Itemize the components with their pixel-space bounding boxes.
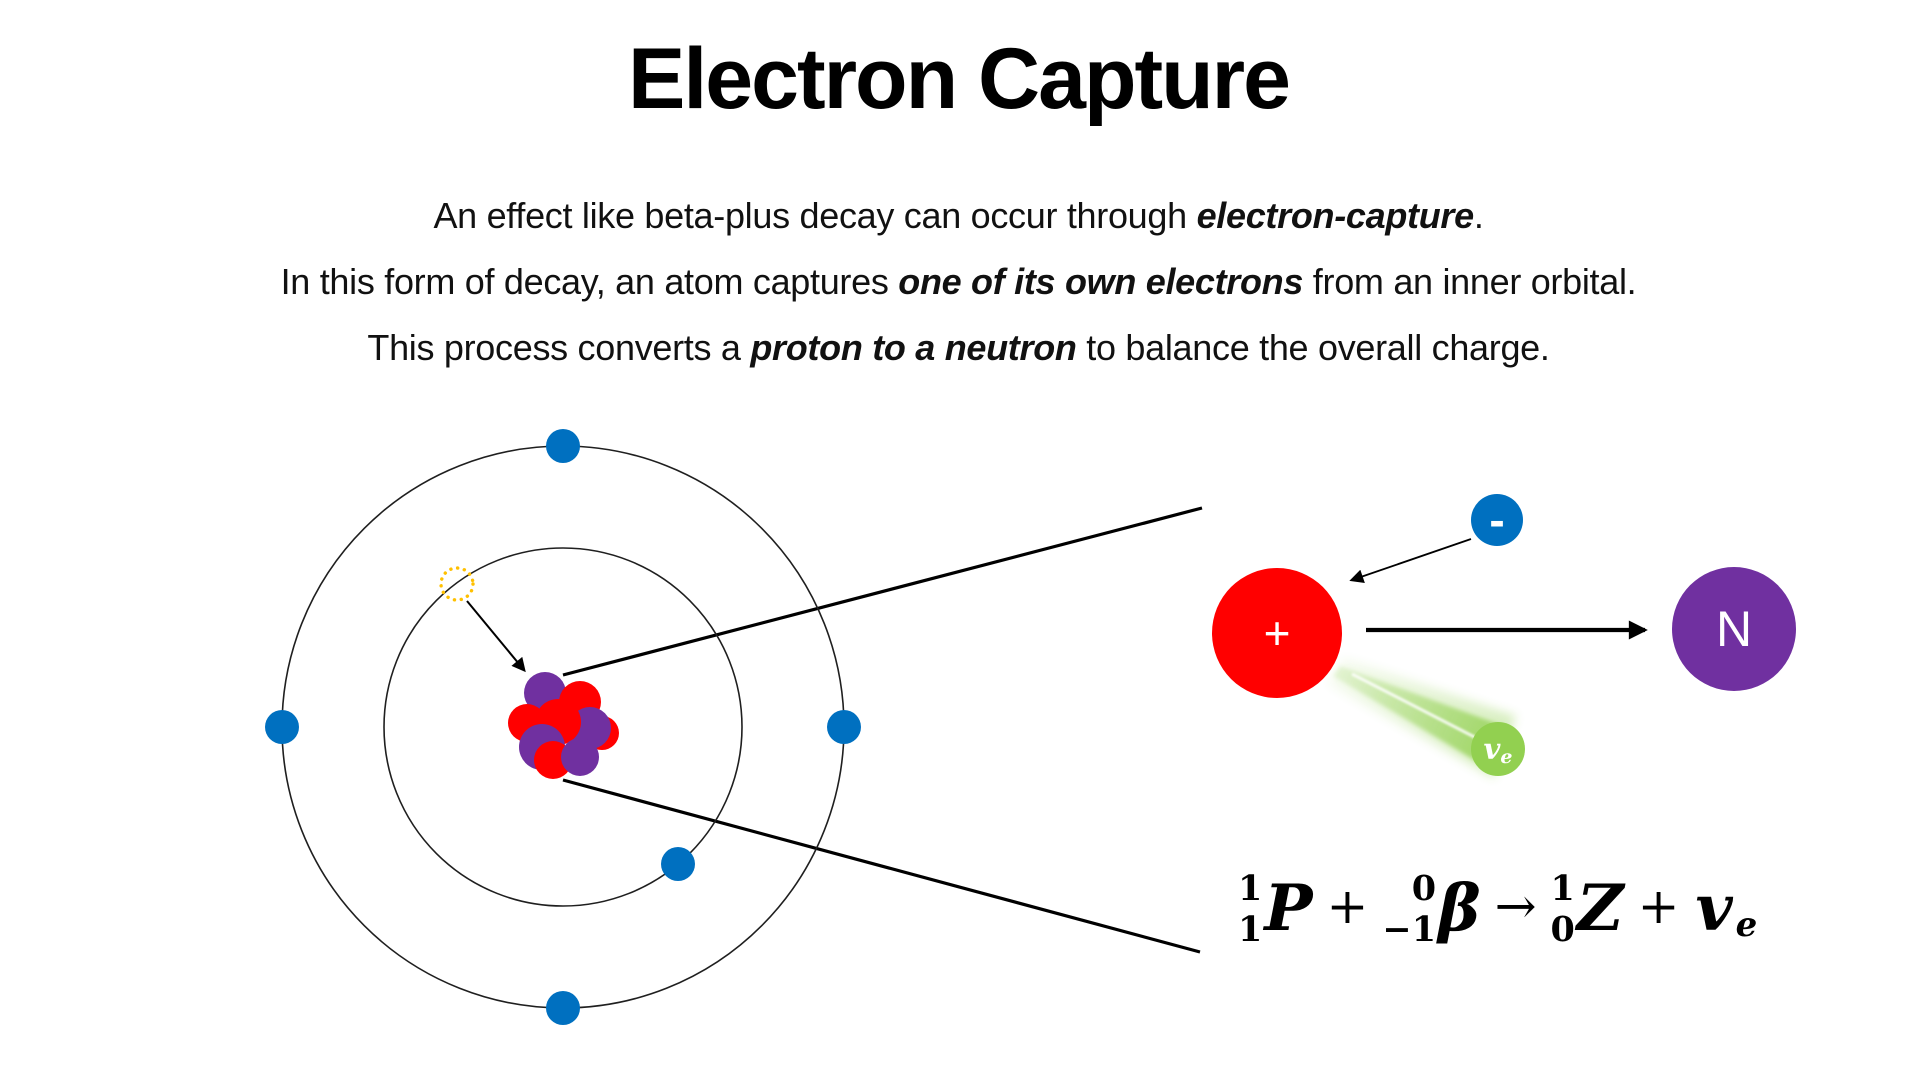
vacancy-to-nucleus-arrow — [466, 600, 526, 673]
line1-post: . — [1473, 195, 1484, 236]
mass-charge-stack-p: 1 1 — [1238, 868, 1262, 951]
electron-vacancy-dotted-circle — [439, 566, 475, 602]
neutron-circle: N — [1672, 567, 1796, 691]
beta-symbol: β — [1438, 871, 1481, 947]
electron-dot-outer-bottom — [546, 991, 580, 1025]
mass-charge-stack-beta: 0 −1 — [1382, 868, 1436, 951]
neutrino-beam — [1333, 666, 1506, 768]
page-title: Electron Capture — [628, 31, 1291, 127]
electron-dot-outer-right — [827, 710, 861, 744]
electron-dot-outer-left — [265, 710, 299, 744]
line2-emphasis: one of its own electrons — [898, 261, 1304, 302]
electron-dot-inner — [661, 847, 695, 881]
neutrino-symbol: v — [1483, 731, 1501, 766]
equation-neutrino-subscript: e — [1735, 905, 1758, 946]
neutron-symbol-z: Z — [1576, 871, 1624, 947]
z-mass-number: 1 — [1550, 868, 1575, 909]
beta-mass-number: 0 — [1411, 868, 1437, 909]
description-text: An effect like beta-plus decay can occur… — [0, 183, 1917, 381]
zoom-line-lower — [562, 778, 1201, 954]
zoom-line-upper — [562, 506, 1203, 677]
electron-label: - — [1489, 494, 1505, 546]
description-line-2: In this form of decay, an atom captures … — [0, 249, 1917, 315]
neutrino-beam-core — [1351, 672, 1489, 746]
description-line-3: This process converts a proton to a neut… — [0, 315, 1917, 381]
neutrino-subscript: e — [1500, 745, 1513, 768]
nucleus — [508, 672, 619, 779]
inner-orbit — [383, 547, 743, 907]
plus-operator-2: + — [1637, 877, 1680, 936]
line1-emphasis: electron-capture — [1196, 195, 1475, 236]
plus-operator-1: + — [1326, 877, 1369, 936]
mass-charge-stack-z: 1 0 — [1550, 868, 1574, 951]
description-line-1: An effect like beta-plus decay can occur… — [0, 183, 1917, 249]
reaction-arrow: → — [1494, 877, 1537, 936]
line3-post: to balance the overall charge. — [1076, 327, 1550, 368]
p-atomic-number: 1 — [1238, 909, 1263, 951]
beta-atomic-number: −1 — [1382, 909, 1437, 951]
line3-emphasis: proton to a neutron — [750, 327, 1077, 368]
proton-symbol: P — [1264, 871, 1313, 947]
electron-dot-outer-top — [546, 429, 580, 463]
nuclear-equation: 1 1 P + 0 −1 β → 1 0 Z + v e — [1238, 868, 1757, 951]
proton-circle: + — [1212, 568, 1342, 698]
line2-pre: In this form of decay, an atom captures — [280, 261, 899, 302]
line3-pre: This process converts a — [367, 327, 751, 368]
equation-neutrino-symbol: v — [1695, 871, 1733, 947]
line1-pre: An effect like beta-plus decay can occur… — [433, 195, 1197, 236]
p-mass-number: 1 — [1238, 868, 1263, 909]
neutron-label: N — [1715, 601, 1753, 657]
line2-post: from an inner orbital. — [1303, 261, 1637, 302]
z-atomic-number: 0 — [1550, 909, 1575, 951]
proton-label: + — [1263, 607, 1291, 659]
electron-capture-arrow — [1349, 538, 1472, 583]
electron-circle: - — [1471, 494, 1523, 546]
